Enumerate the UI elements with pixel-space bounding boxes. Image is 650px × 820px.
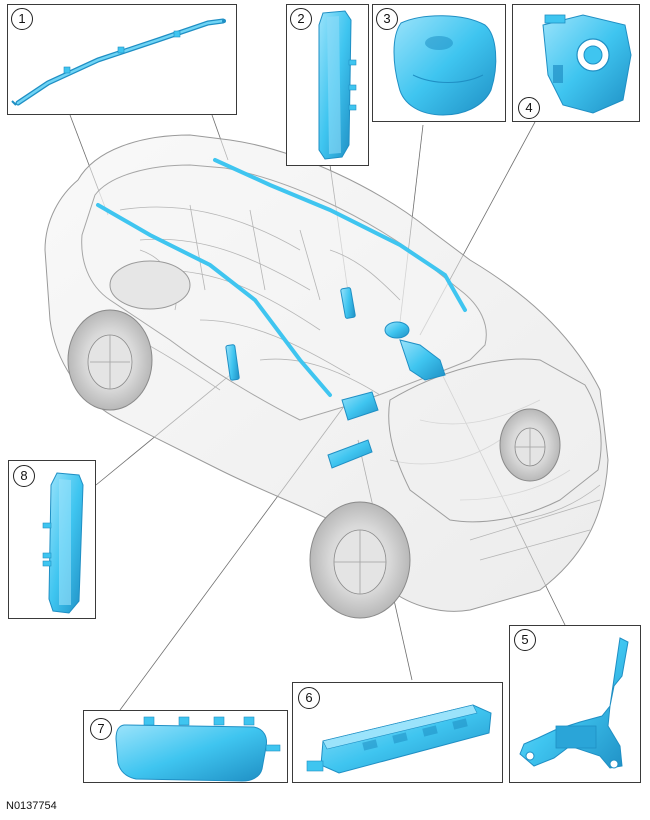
callout-box-5: 5: [509, 625, 641, 783]
vehicle-hood: [388, 358, 602, 523]
seat-side-airbag-icon: [42, 472, 84, 614]
callout-box-6: 6: [292, 682, 503, 783]
callout-number-6: 6: [298, 687, 320, 709]
highlighted-components: [96, 158, 467, 469]
passenger-airbag-icon: [115, 716, 281, 782]
knee-airbag-icon: [306, 704, 492, 774]
callout-box-4: 4: [512, 4, 640, 122]
callout-number-1: 1: [11, 8, 33, 30]
steering-wheel-airbag-icon: [393, 15, 497, 116]
clockspring-icon: [542, 14, 632, 114]
figure-reference-code: N0137754: [6, 800, 57, 812]
side-curtain-airbag-icon: [11, 18, 226, 106]
callout-number-2: 2: [290, 8, 312, 30]
callout-box-8: 8: [8, 460, 96, 619]
callout-number-7: 7: [90, 718, 112, 740]
callout-box-1: 1: [7, 4, 237, 115]
callout-number-5: 5: [514, 629, 536, 651]
callout-box-3: 3: [372, 4, 506, 122]
restraint-control-module-icon: [519, 637, 629, 769]
callout-box-2: 2: [286, 4, 369, 166]
callout-number-4: 4: [518, 97, 540, 119]
callout-number-3: 3: [376, 8, 398, 30]
callout-number-8: 8: [13, 465, 35, 487]
callout-box-7: 7: [83, 710, 288, 783]
wheel-spokes: [90, 335, 545, 594]
vehicle-roof: [81, 164, 487, 421]
side-airbag-module-icon: [318, 10, 357, 160]
